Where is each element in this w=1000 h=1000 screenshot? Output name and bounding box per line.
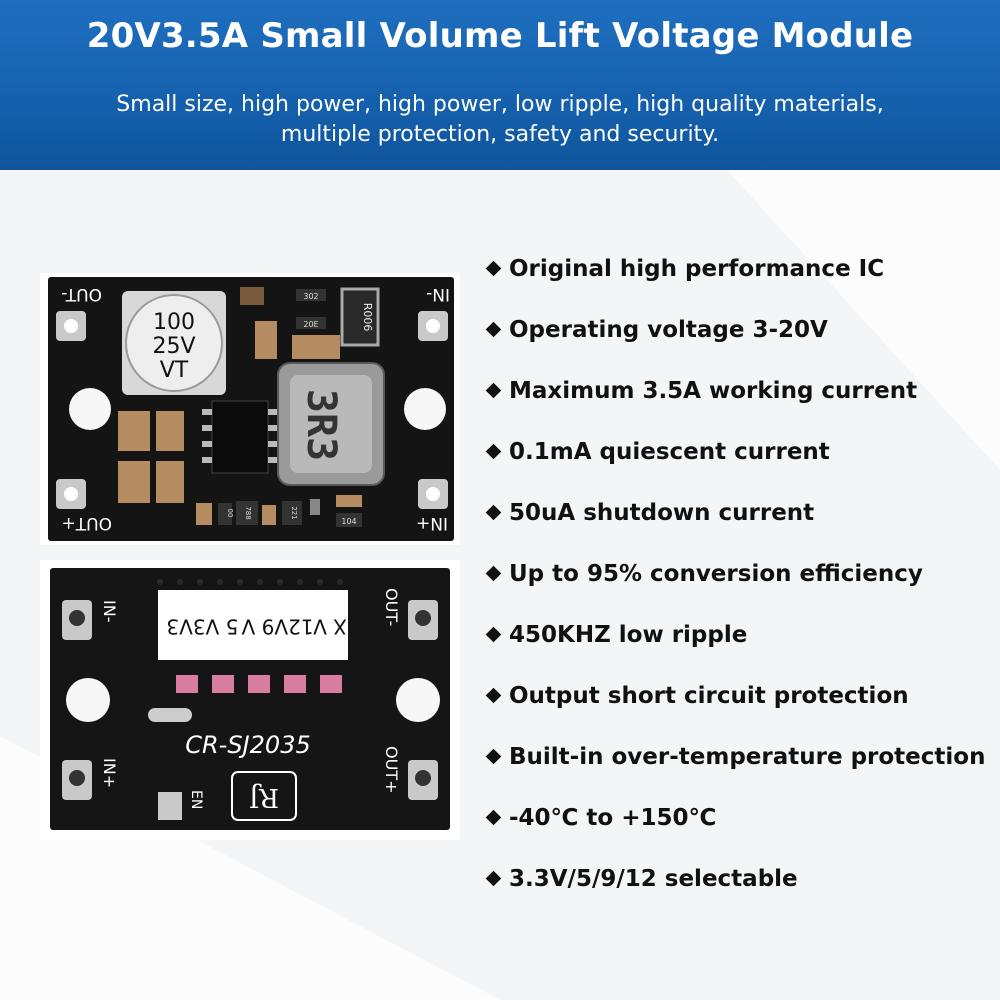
diamond-bullet-icon [485, 260, 502, 277]
diamond-bullet-icon [485, 748, 502, 765]
diamond-bullet-icon [485, 443, 502, 460]
diamond-bullet-icon [485, 870, 502, 887]
voltage-option-label: 3V3 [166, 615, 205, 639]
feature-item: 50uA shutdown current [483, 482, 995, 543]
model-label: CR-SJ2035 [185, 731, 310, 759]
feature-text: Up to 95% conversion efficiency [509, 560, 923, 587]
feature-text: 0.1mA quiescent current [509, 438, 830, 465]
chip-788: 788 [244, 506, 252, 519]
feature-text: 50uA shutdown current [509, 499, 815, 526]
back-label-en: EN [188, 790, 204, 809]
feature-text: Built-in over-temperature protection [509, 743, 986, 770]
header-banner: 20V3.5A Small Volume Lift Voltage Module… [0, 0, 1000, 170]
feature-item: -40℃ to +150℃ [483, 787, 995, 848]
page-subtitle: Small size, high power, high power, low … [30, 90, 970, 150]
chip-104: 104 [341, 517, 356, 526]
feature-text: 3.3V/5/9/12 selectable [509, 865, 798, 892]
diamond-bullet-icon [485, 626, 502, 643]
feature-list: Original high performance IC Operating vo… [483, 238, 995, 909]
back-label-in-minus: IN- [100, 600, 119, 622]
diamond-bullet-icon [485, 321, 502, 338]
subtitle-line: Small size, high power, high power, low … [116, 92, 884, 117]
diamond-bullet-icon [485, 504, 502, 521]
feature-text: Original high performance IC [509, 255, 885, 282]
chip-302: 302 [303, 292, 318, 301]
voltage-option-label: 12V [274, 615, 313, 639]
feature-item: Built-in over-temperature protection [483, 726, 995, 787]
cap-line3: VT [160, 358, 189, 383]
back-label-out-plus: OUT+ [382, 746, 401, 793]
feature-item: Original high performance IC [483, 238, 995, 299]
feature-item: 3.3V/5/9/12 selectable [483, 848, 995, 909]
feature-text: -40℃ to +150℃ [509, 804, 717, 831]
feature-text: Maximum 3.5A working current [509, 377, 918, 404]
page-title: 20V3.5A Small Volume Lift Voltage Module [86, 16, 914, 56]
feature-item: Operating voltage 3-20V [483, 299, 995, 360]
front-label-out-plus: OUT+ [62, 513, 112, 533]
feature-item: 0.1mA quiescent current [483, 421, 995, 482]
diamond-bullet-icon [485, 687, 502, 704]
resistor-code: R006 [361, 303, 374, 332]
front-label-out-minus: OUT- [61, 284, 102, 304]
feature-text: Operating voltage 3-20V [509, 316, 828, 343]
back-label-in-plus: IN+ [100, 758, 119, 788]
voltage-option-label: X V [313, 615, 347, 639]
feature-item: Up to 95% conversion efficiency [483, 543, 995, 604]
rj-logo: RJ [249, 782, 279, 812]
feature-text: 450KHZ low ripple [509, 621, 748, 648]
feature-item: 450KHZ low ripple [483, 604, 995, 665]
feature-text: Output short circuit protection [509, 682, 909, 709]
diamond-bullet-icon [485, 382, 502, 399]
board-front-photo: OUT- IN- OUT+ IN+ 100 25V VT 3R3 302 20E… [40, 273, 460, 545]
voltage-option-label: 5 V [205, 615, 238, 639]
front-label-in-plus: IN+ [416, 513, 448, 533]
inductor-code: 3R3 [298, 389, 344, 461]
front-label-in-minus: IN- [426, 284, 450, 304]
chip-221: 221 [290, 506, 298, 519]
diamond-bullet-icon [485, 565, 502, 582]
feature-item: Output short circuit protection [483, 665, 995, 726]
chip-00: 00 [226, 509, 234, 518]
voltage-option-label: 9 V [241, 615, 274, 639]
cap-line2: 25V [152, 334, 195, 359]
cap-line1: 100 [153, 310, 195, 335]
back-label-out-minus: OUT- [382, 588, 401, 626]
diamond-bullet-icon [485, 809, 502, 826]
chip-20e: 20E [303, 320, 318, 329]
subtitle-line: multiple protection, safety and security… [280, 122, 720, 147]
feature-item: Maximum 3.5A working current [483, 360, 995, 421]
